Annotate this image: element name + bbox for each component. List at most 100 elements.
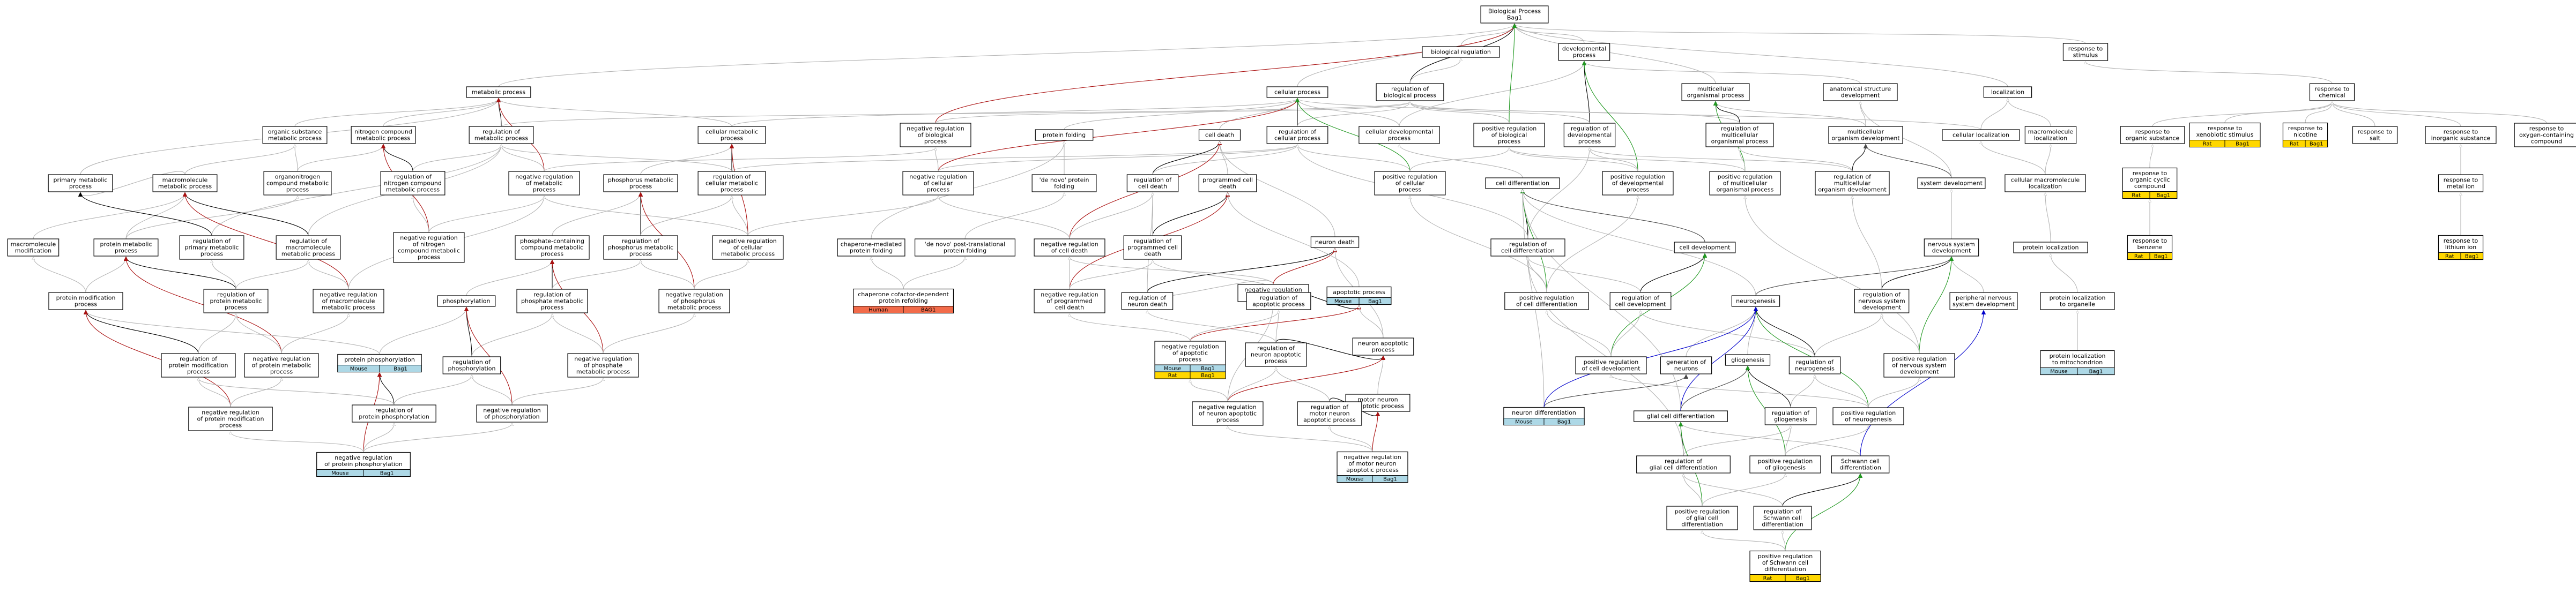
- go-term-node-cell-death[interactable]: cell death: [1198, 129, 1241, 141]
- go-term-node-neuron-death[interactable]: neuron death: [1310, 236, 1360, 248]
- go-term-node-gliogenesis[interactable]: gliogenesis: [1725, 354, 1771, 366]
- go-term-node-localization[interactable]: localization: [1983, 86, 2032, 98]
- go-term-node-cell-differentiation[interactable]: cell differentiation: [1485, 177, 1560, 189]
- go-term-node-glial-cell-differentiation[interactable]: glial cell differentiation: [1634, 410, 1728, 422]
- go-term-node-protein-localization[interactable]: protein localization: [2013, 242, 2088, 253]
- go-term-node-cellular-localization[interactable]: cellular localization: [1942, 129, 2020, 141]
- go-term-node-biological-regulation[interactable]: biological regulation: [1422, 46, 1500, 58]
- go-term-node-neurogenesis[interactable]: neurogenesis: [1731, 295, 1780, 307]
- go-term-node-protein-folding[interactable]: protein folding: [1035, 129, 1094, 141]
- go-term-node-metabolic-process[interactable]: metabolic process: [466, 86, 531, 98]
- go-term-node-cell-development[interactable]: cell development: [1674, 242, 1736, 253]
- go-term-node-phosphorylation[interactable]: phosphorylation: [437, 295, 496, 307]
